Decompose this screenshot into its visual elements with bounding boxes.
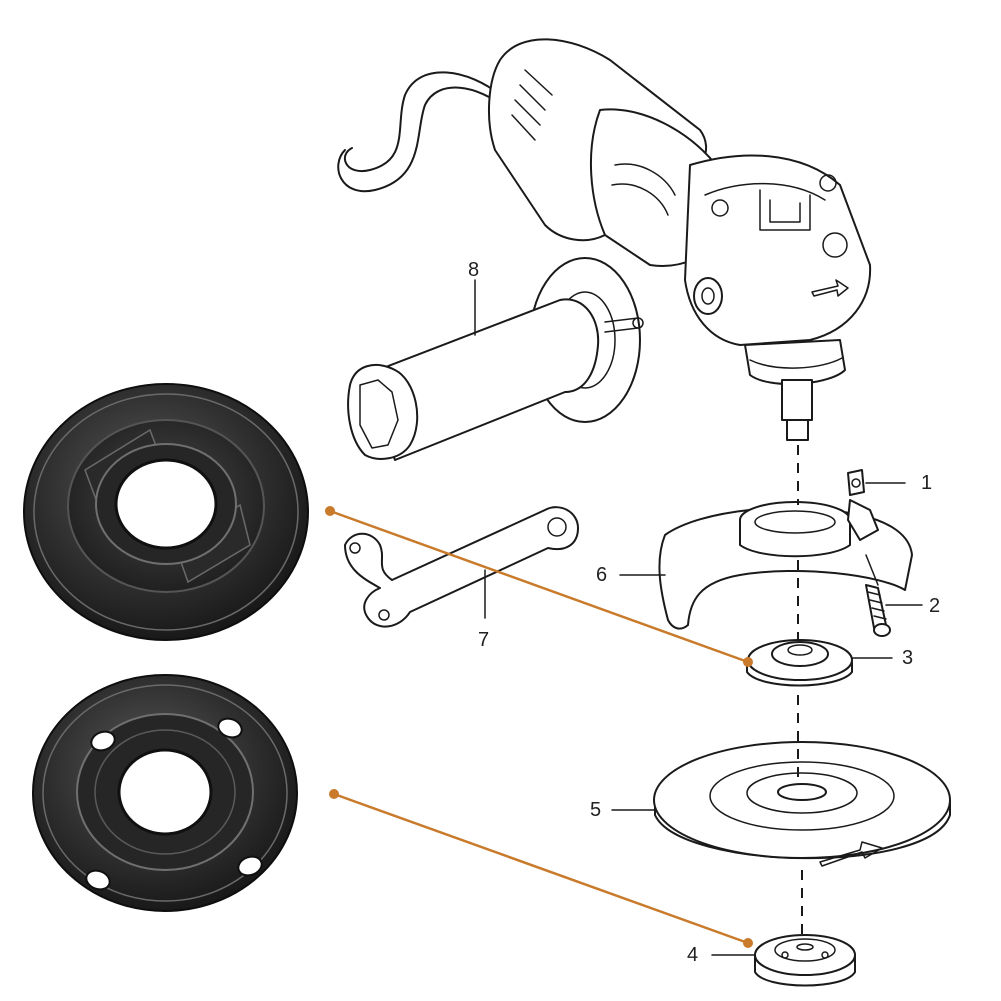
callout-1: 1: [921, 472, 932, 494]
connector-outer-nut: [333, 792, 749, 945]
outer-nut-diagram: [754, 934, 856, 987]
orange-connectors: [325, 506, 753, 948]
angle-grinder-body: [337, 38, 872, 441]
wheel-guard: [658, 469, 913, 637]
spanner-wrench: [344, 506, 579, 628]
inner-flange-photo: [23, 383, 309, 641]
callout-labels: 1 2 3 4 5 6 7 8: [468, 259, 940, 966]
outer-lock-nut-photo: [32, 674, 298, 912]
inner-flange-diagram: [746, 639, 853, 687]
callout-8: 8: [468, 259, 479, 281]
connector-dot-lower-start: [329, 789, 339, 799]
connector-dot-upper-end: [743, 657, 753, 667]
cutting-disc: [653, 741, 951, 867]
side-handle: [347, 257, 644, 461]
connector-inner-flange: [329, 509, 749, 664]
callout-leaders: [611, 482, 923, 956]
assembly-axis: [797, 445, 803, 935]
callout-2: 2: [929, 595, 940, 617]
callout-6: 6: [596, 564, 607, 586]
connector-dot-upper-start: [325, 506, 335, 516]
callout-5: 5: [590, 799, 601, 821]
callout-3: 3: [902, 647, 913, 669]
connector-dot-lower-end: [743, 938, 753, 948]
callout-7: 7: [478, 629, 489, 651]
callout-4: 4: [687, 944, 698, 966]
